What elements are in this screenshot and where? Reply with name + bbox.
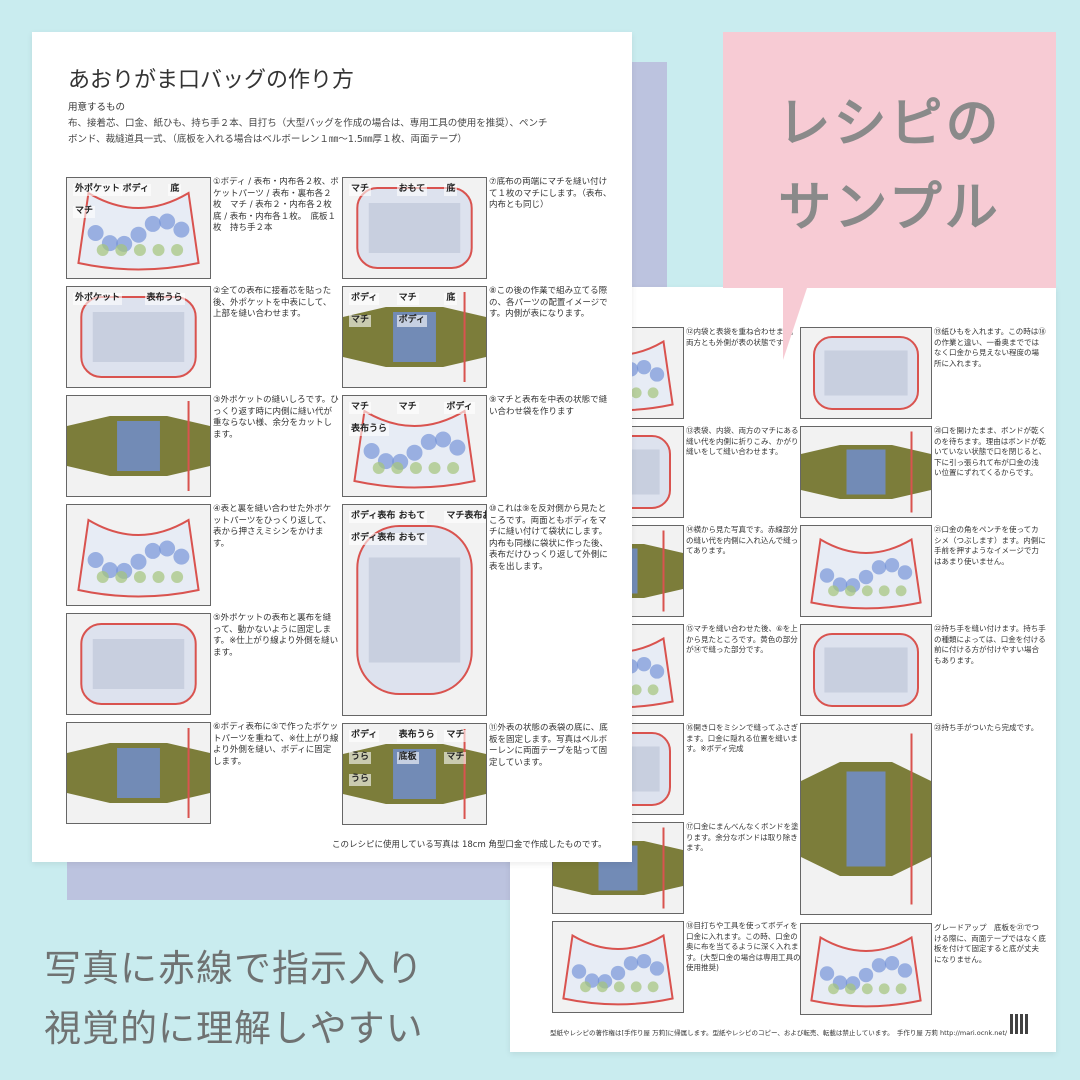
front-step-photo <box>66 395 211 497</box>
back-step-text: ⑮マチを縫い合わせた後、⑥を上から見たところです。黄色の部分が⑭で縫った部分です… <box>686 624 798 654</box>
photo-label: おもて <box>396 184 428 196</box>
front-step-photo <box>66 722 211 824</box>
photo-label: マチ <box>396 402 419 414</box>
front-step-text: ⑪外表の状態の表袋の底に、底板を固定します。写真はベルボーレンに両面テープを貼っ… <box>489 723 608 768</box>
front-step-text: ⑧この後の作業で組み立てる際の、各パーツの配置イメージです。内側が表になります。 <box>489 286 608 319</box>
caption-line-1: 写真に赤線で指示入り <box>44 947 424 990</box>
photo-label: おもて <box>396 533 428 545</box>
back-step-text: ㉒持ち手を縫い付けます。持ち手の種類によっては、口金を付ける前に付ける方が付けや… <box>934 624 1046 665</box>
front-step-text: ③外ポケットの縫いしろです。ひっくり返す時に内側に縫い代が重ならない様、余分をカ… <box>213 395 339 440</box>
photo-label: ボディ <box>349 293 380 305</box>
photo-label: 表布うら <box>349 424 390 436</box>
photo-label: マチ <box>349 315 372 327</box>
photo-label: 表布うら <box>144 293 185 305</box>
materials-list: 用意するもの 布、接着芯、口金、紙ひも、持ち手２本、目打ち（大型バッグを作成の場… <box>68 100 608 148</box>
photo-label: 底 <box>444 293 458 305</box>
back-step-text: ⑲紙ひもを入れます。この時は⑱の作業と違い、一番奥までではなく口金から見えない程… <box>934 327 1046 368</box>
back-step-text: グレードアップ 底板を㉑でつける際に、両面テープではなく底板を付けて固定すると底… <box>934 923 1046 964</box>
photo-label: マチ <box>396 293 419 305</box>
back-step-text: ⑯開き口をミシンで縫ってふさぎます。口金に隠れる位置を縫います。※ボディ完成 <box>686 723 799 753</box>
front-step-photo: 外ポケットボディ 底マチ <box>66 177 211 279</box>
front-step-text: ②全ての表布に接着芯を貼った後、外ポケットを中表にして、上部を縫い合わせます。 <box>213 286 332 319</box>
badge-tail <box>783 282 809 360</box>
badge-line-2: サンプル <box>778 177 1001 238</box>
photo-label: 外ポケット <box>73 293 123 305</box>
front-step-text: ⑤外ポケットの表布と裏布を縫って、動かないように固定します。※仕上がり線より外側… <box>213 613 339 658</box>
back-step-photo <box>800 923 932 1015</box>
photo-label: うら <box>349 752 372 764</box>
photo-label: ボディ <box>444 402 475 414</box>
caption-line-2: 視覚的に理解しやすい <box>44 1007 424 1050</box>
back-step-text: ⑫内袋と表袋を重ね合わせます。両方とも外側が表の状態です。 <box>686 327 798 347</box>
back-step-photo <box>800 426 932 518</box>
badge-text: レシピの サンプル <box>723 82 1056 250</box>
photo-label: ボディ <box>396 315 428 327</box>
back-step-text: ⑱目打ちや工具を使ってボディを口金に入れます。この時、口金の奥に布を当てるように… <box>686 921 801 972</box>
materials-line-2: ボンド、裁縫道具一式、（底板を入れる場合はベルボーレン１㎜～1.5㎜厚１枚、両面… <box>68 134 467 145</box>
photo-label: おもて <box>396 511 428 523</box>
back-step-photo <box>800 624 932 716</box>
front-step-text: ⑦底布の両端にマチを縫い付けて１枚のマチにします。（表布、内布とも同じ） <box>489 177 612 210</box>
back-step-text: ⑳口を開けたまま、ボンドが乾くのを待ちます。理由はボンドが乾いていない状態で口を… <box>934 426 1046 477</box>
back-step-text: ㉑口金の角をペンチを使ってカシメ（つぶします）ます。内側に手前を押すようなイメー… <box>934 525 1046 566</box>
front-step-photo <box>66 613 211 715</box>
photo-label: マチ <box>444 752 467 764</box>
back-step-text: ⑬表袋、内袋、両方のマチにある縫い代を内側に折りこみ、かがり縫いをして縫い合わせ… <box>686 426 799 456</box>
materials-line-1: 布、接着芯、口金、紙ひも、持ち手２本、目打ち（大型バッグを作成の場合は、専用工具… <box>68 118 548 129</box>
photo-label: 表布うら <box>396 730 437 742</box>
front-step-photo <box>66 504 211 606</box>
front-step-photo: ボディマチ底マチボディ <box>342 286 487 388</box>
photo-label: 底板 <box>396 752 419 764</box>
back-step-text: ⑭横から見た写真です。赤線部分の縫い代を内側に入れ込んで縫ってあります。 <box>686 525 799 555</box>
photo-label: ボディ表布 <box>349 511 398 523</box>
front-step-photo: ボディ表布おもてマチ表布おもてボディ表布おもて <box>342 504 487 716</box>
photo-label: 外ポケット <box>73 184 123 196</box>
back-step-text: ㉓持ち手がついたら完成です。 <box>934 723 1039 732</box>
photo-label: マチ表布おもて <box>444 511 486 523</box>
photo-label: 底 <box>444 184 458 196</box>
front-step-photo: 外ポケット 表布うら <box>66 286 211 388</box>
photo-label: ボディ <box>120 184 152 196</box>
back-step-photo <box>800 525 932 617</box>
front-page-footer: このレシピに使用している写真は 18cm 角型口金で作成したものです。 <box>332 840 607 850</box>
front-step-text: ⑩これは⑨を反対側から見たところです。両面ともボディをマチに縫い付けて袋状にしま… <box>489 504 609 572</box>
front-step-text: ⑨マチと表布を中表の状態で縫い合わせ袋を作ります <box>489 395 608 417</box>
photo-label: 底 <box>168 184 182 196</box>
page-title: あおりがま口バッグの作り方 <box>68 68 355 93</box>
front-step-text: ④表と裏を縫い合わせた外ポケットパーツをひっくり返して、表から押さえミシンをかけ… <box>213 504 332 549</box>
front-step-photo: マチ マチ ボディ表布うら <box>342 395 487 497</box>
back-step-photo <box>552 921 684 1013</box>
front-step-photo: ボディ表布うらマチうら底板マチうら <box>342 723 487 825</box>
recipe-page-front: あおりがま口バッグの作り方 用意するもの 布、接着芯、口金、紙ひも、持ち手２本、… <box>32 32 632 862</box>
recipe-page-back: 型紙やレシピの著作権は[手作り屋 万莉]に帰属します。型紙やレシピのコピー、およ… <box>510 287 1056 1052</box>
photo-label: マチ <box>444 730 467 742</box>
back-step-text: ⑰口金にまんべんなくボンドを塗ります。余分なボンドは取り除きます。 <box>686 822 799 852</box>
sample-badge <box>723 32 1056 288</box>
photo-label: うら <box>349 774 372 786</box>
back-step-photo <box>800 327 932 419</box>
front-step-text: ①ボディ / 表布・内布各２枚、ポケットパーツ / 表布・裏布各２枚 マチ / … <box>213 177 339 233</box>
front-step-text: ⑥ボディ表布に⑤で作ったポケットパーツを重ねて、※仕上がり線より外側を縫い、ボデ… <box>213 722 339 767</box>
back-step-photo <box>800 723 932 915</box>
materials-heading: 用意するもの <box>68 102 126 113</box>
badge-line-1: レシピの <box>777 93 1002 154</box>
photo-label: マチ <box>73 206 96 218</box>
photo-label: ボディ <box>349 730 380 742</box>
photo-label: マチ <box>349 184 372 196</box>
back-page-footer: 型紙やレシピの著作権は[手作り屋 万莉]に帰属します。型紙やレシピのコピー、およ… <box>550 1029 1008 1037</box>
front-step-photo: マチ おもて 底 <box>342 177 487 279</box>
qr-code-icon <box>1010 1014 1030 1034</box>
photo-label: マチ <box>349 402 372 414</box>
photo-label: ボディ表布 <box>349 533 398 545</box>
